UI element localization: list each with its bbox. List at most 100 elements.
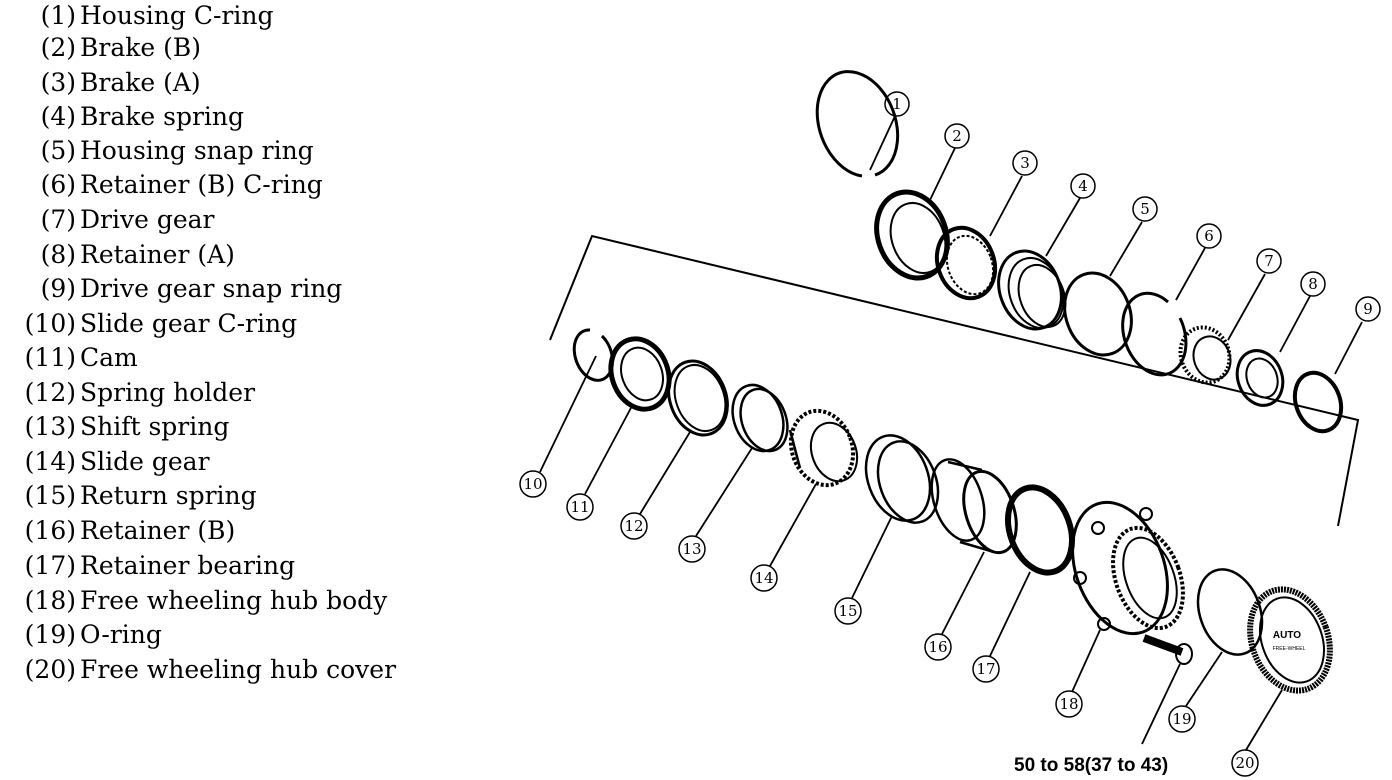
- legend-item: (15)Return spring: [0, 480, 257, 512]
- callout-13: 13: [682, 540, 701, 558]
- legend-item: (16)Retainer (B): [0, 515, 236, 547]
- legend-number: (11): [24, 343, 76, 372]
- part-13-shift-spring: [731, 383, 789, 453]
- legend-label: O-ring: [80, 620, 162, 649]
- callout-3: 3: [1020, 154, 1030, 172]
- legend-item: (18)Free wheeling hub body: [0, 585, 388, 617]
- part-10-slide-gear-c-ring: [572, 328, 614, 382]
- legend-number: (7): [40, 205, 76, 234]
- part-1-housing-c-ring: [815, 70, 900, 178]
- legend-item: (6)Retainer (B) C-ring: [0, 169, 323, 201]
- legend-item: (13)Shift spring: [0, 411, 230, 443]
- part-17-retainer-bearing: [1005, 484, 1075, 576]
- legend-number: (9): [40, 274, 76, 303]
- legend-item: (19)O-ring: [0, 619, 162, 651]
- bolt: [1142, 634, 1193, 665]
- legend-item: (8)Retainer (A): [0, 239, 235, 271]
- legend-number: (2): [40, 33, 76, 62]
- torque-spec-label: 50 to 58(37 to 43): [1014, 755, 1168, 776]
- legend-item: (17)Retainer bearing: [0, 550, 295, 582]
- callout-20: 20: [1235, 754, 1254, 772]
- callout-11: 11: [570, 498, 589, 516]
- legend-label: Shift spring: [80, 412, 230, 441]
- part-19-o-ring: [1196, 568, 1264, 656]
- part-6-retainer-b-c-ring: [1121, 291, 1188, 377]
- callout-circles: [519, 91, 1381, 777]
- legend-label: Retainer (A): [80, 240, 235, 269]
- legend-item: (1)Housing C-ring: [0, 0, 274, 32]
- legend-number: (14): [24, 447, 76, 476]
- callout-18: 18: [1059, 695, 1078, 713]
- callout-15: 15: [838, 602, 857, 620]
- callout-14: 14: [754, 569, 773, 587]
- legend-number: (18): [24, 586, 76, 615]
- callout-6: 6: [1204, 227, 1214, 245]
- part-12-spring-holder: [667, 359, 729, 437]
- part-11-cam: [608, 336, 672, 412]
- callout-4: 4: [1078, 177, 1088, 195]
- legend-item: (4)Brake spring: [0, 101, 244, 133]
- legend-number: (15): [24, 481, 76, 510]
- cover-text-line2: FREE-WHEEL: [1273, 646, 1306, 652]
- legend-number: (13): [24, 412, 76, 441]
- legend-label: Cam: [80, 343, 138, 372]
- callout-10: 10: [523, 475, 542, 493]
- leader-lines: [539, 115, 1363, 751]
- legend-label: Drive gear snap ring: [80, 274, 343, 303]
- part-4-brake-spring: [997, 249, 1067, 331]
- legend-item: (2)Brake (B): [0, 32, 201, 64]
- legend-number: (1): [40, 1, 76, 30]
- part-15-return-spring: [864, 434, 940, 524]
- legend-label: Retainer bearing: [80, 551, 296, 580]
- callout-19: 19: [1172, 710, 1191, 728]
- cover-lettering: AUTO FREE-WHEEL: [1273, 630, 1306, 652]
- callout-labels: 1 2 3 4 5 6 7 8 9 10 11 12 13 14 15 16 1…: [523, 95, 1372, 772]
- callout-2: 2: [952, 127, 962, 145]
- cover-text-line1: AUTO: [1273, 630, 1301, 641]
- legend-label: Free wheeling hub cover: [80, 655, 397, 684]
- legend-item: (14)Slide gear: [0, 446, 210, 478]
- legend-number: (4): [40, 102, 76, 131]
- part-3-brake-a: [934, 225, 998, 301]
- legend-label: Return spring: [80, 481, 257, 510]
- part-14-slide-gear: [788, 408, 859, 488]
- part-2-brake-b: [874, 189, 950, 281]
- legend-number: (5): [40, 136, 76, 165]
- legend-label: Brake spring: [80, 102, 245, 131]
- legend-label: Spring holder: [80, 378, 256, 407]
- legend-item: (9)Drive gear snap ring: [0, 273, 343, 305]
- legend-label: Drive gear: [80, 205, 215, 234]
- callout-1: 1: [892, 95, 902, 113]
- legend-number: (20): [24, 655, 76, 684]
- legend-label: Brake (B): [80, 33, 201, 62]
- callout-8: 8: [1308, 275, 1318, 293]
- part-7-drive-gear: [1178, 325, 1232, 385]
- callout-17: 17: [976, 660, 995, 678]
- legend-number: (8): [40, 240, 76, 269]
- legend-number: (6): [40, 170, 76, 199]
- legend-item: (7)Drive gear: [0, 204, 215, 236]
- callout-9: 9: [1363, 300, 1373, 318]
- legend-number: (19): [24, 620, 76, 649]
- assembly-bracket: [549, 234, 1360, 527]
- legend-number: (3): [40, 68, 76, 97]
- callout-12: 12: [624, 517, 643, 535]
- legend-item: (3)Brake (A): [0, 67, 201, 99]
- legend-label: Retainer (B): [80, 516, 236, 545]
- part-18-free-wheeling-hub-body: [1071, 500, 1185, 636]
- legend-label: Housing snap ring: [80, 136, 314, 165]
- legend-label: Retainer (B) C-ring: [80, 170, 323, 199]
- legend-label: Slide gear C-ring: [80, 309, 298, 338]
- legend-number: (12): [24, 378, 76, 407]
- legend-item: (5)Housing snap ring: [0, 135, 314, 167]
- part-8-retainer-a: [1235, 349, 1285, 407]
- callout-16: 16: [928, 638, 947, 656]
- legend-item: (12)Spring holder: [0, 377, 255, 409]
- legend-item: (20)Free wheeling hub cover: [0, 654, 396, 686]
- legend-item: (10)Slide gear C-ring: [0, 308, 297, 340]
- legend-label: Housing C-ring: [80, 1, 274, 30]
- legend-label: Free wheeling hub body: [80, 586, 388, 615]
- legend-number: (10): [24, 309, 76, 338]
- callout-5: 5: [1140, 200, 1150, 218]
